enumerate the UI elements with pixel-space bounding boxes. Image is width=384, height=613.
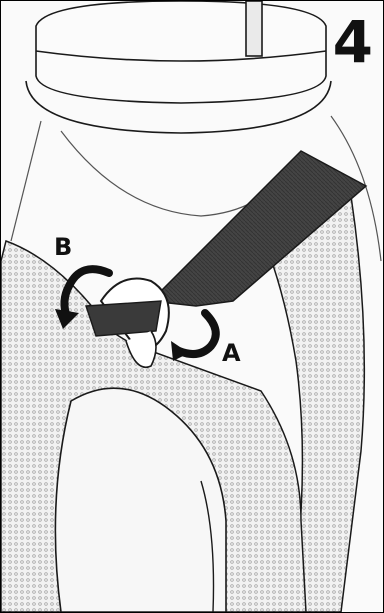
- step-number: 4: [333, 13, 373, 71]
- arrow-label-b: B: [54, 235, 72, 259]
- bottle: [26, 1, 331, 133]
- curved-arrow-clockwise-icon: [171, 313, 216, 361]
- arrow-label-a: A: [222, 341, 241, 365]
